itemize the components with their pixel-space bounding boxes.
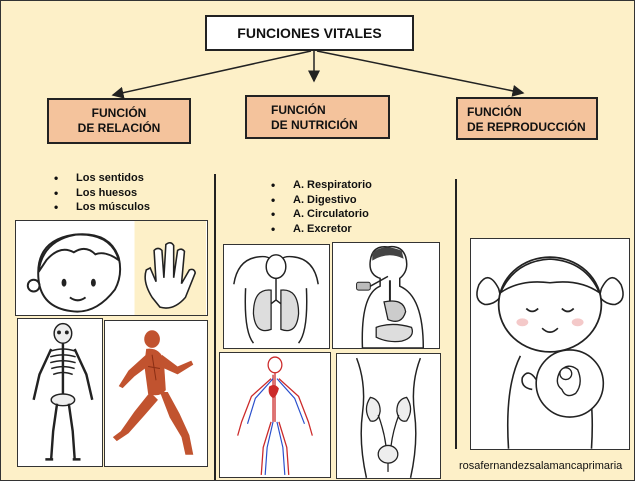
main-title: FUNCIONES VITALES — [237, 25, 382, 41]
category-reproduccion-line1: FUNCIÓN — [467, 105, 522, 119]
list-item: Los sentidos — [54, 171, 150, 186]
category-reproduccion-line2: DE REPRODUCCIÓN — [467, 120, 586, 134]
respiratory-image — [223, 244, 330, 349]
category-nutricion-line2: DE NUTRICIÓN — [271, 118, 358, 132]
nutricion-list: A. Respiratorio A. Digestivo A. Circulat… — [271, 178, 372, 236]
digestive-image — [332, 242, 440, 349]
arrow-to-relacion — [111, 50, 312, 99]
excretory-image — [336, 353, 441, 479]
reproduction-image — [470, 238, 630, 450]
author-credit: rosafernandezsalamancaprimaria — [459, 460, 623, 472]
skeleton-icon — [18, 319, 102, 466]
runner-muscles-icon — [105, 321, 207, 466]
muscles-image — [104, 320, 208, 467]
divider-right — [455, 179, 457, 449]
list-item: A. Excretor — [271, 222, 372, 237]
arrow-to-reproduccion — [316, 50, 525, 97]
skeleton-image — [17, 318, 103, 467]
pregnant-woman-icon — [471, 239, 629, 449]
senses-image — [15, 220, 208, 316]
list-item: Los huesos — [54, 186, 150, 201]
circulatory-image — [219, 352, 331, 478]
list-item: A. Respiratorio — [271, 178, 372, 193]
main-title-box: FUNCIONES VITALES — [205, 15, 414, 51]
list-item: A. Circulatorio — [271, 207, 372, 222]
digestive-system-icon — [333, 243, 439, 348]
category-reproduccion-box: FUNCIÓN DE REPRODUCCIÓN — [456, 97, 598, 140]
kidneys-icon — [337, 354, 440, 478]
category-relacion-line1: FUNCIÓN — [91, 106, 147, 120]
category-nutricion-box: FUNCIÓN DE NUTRICIÓN — [245, 95, 390, 139]
list-item: Los músculos — [54, 200, 150, 215]
list-item: A. Digestivo — [271, 193, 372, 208]
lungs-icon — [224, 245, 329, 348]
divider-left — [214, 174, 216, 480]
category-relacion-line2: DE RELACIÓN — [77, 121, 161, 135]
category-relacion-box: FUNCIÓN DE RELACIÓN — [47, 98, 191, 144]
relacion-list: Los sentidos Los huesos Los músculos — [54, 171, 150, 215]
circulatory-system-icon — [220, 353, 330, 477]
category-nutricion-line1: FUNCIÓN — [271, 103, 326, 117]
